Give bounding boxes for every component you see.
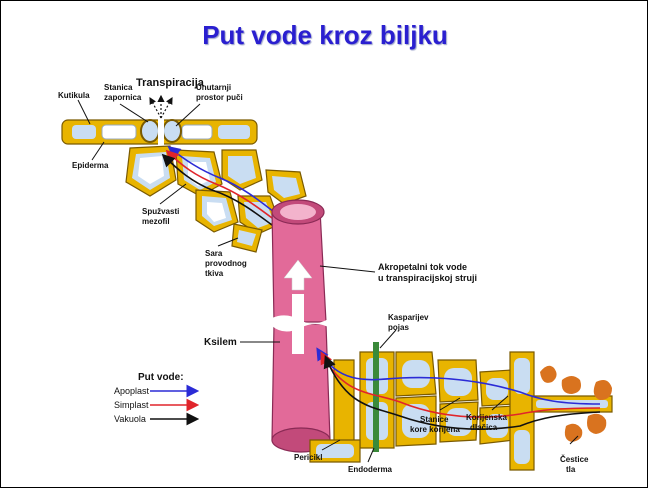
label-sara-2: provodnog xyxy=(205,259,247,268)
label-akropetalni-1: Akropetalni tok vode xyxy=(378,262,467,272)
label-unutarnji-2: prostor puči xyxy=(196,93,243,102)
label-kasparijev-1: Kasparijev xyxy=(388,313,429,322)
leaf-epidermis xyxy=(62,118,257,146)
label-spuzvasti-1: Spužvasti xyxy=(142,207,179,216)
legend: Put vode: Apoplast Simplast Vakuola xyxy=(114,372,196,424)
legend-heading: Put vode: xyxy=(138,372,184,383)
label-pericikl: Pericikl xyxy=(294,453,322,462)
label-kutikula: Kutikula xyxy=(58,91,90,100)
legend-label-simplast: Simplast xyxy=(114,400,149,410)
label-ksilem: Ksilem xyxy=(204,337,237,348)
label-sara-3: tkiva xyxy=(205,269,224,278)
label-epiderma: Epiderma xyxy=(72,161,109,170)
root-tissues xyxy=(310,342,612,470)
legend-label-apoplast: Apoplast xyxy=(114,386,150,396)
label-stanica-zapornica-2: zapornica xyxy=(104,93,142,102)
label-akropetalni-2: u transpiracijskoj struji xyxy=(378,273,477,283)
label-stanica-zapornica-1: Stanica xyxy=(104,83,133,92)
label-transpiracija: Transpiracija xyxy=(136,77,205,89)
label-spuzvasti-2: mezofil xyxy=(142,217,170,226)
label-kasparijev-2: pojas xyxy=(388,323,409,332)
label-korijenska-1: Korijenska xyxy=(466,413,507,422)
label-stanice-kore-2: kore korijena xyxy=(410,425,460,434)
label-cestice-1: Čestice xyxy=(560,455,589,464)
transpiration-arrows xyxy=(150,96,172,118)
label-endoderma: Endoderma xyxy=(348,465,393,474)
label-unutarnji-1: Unutarnji xyxy=(196,83,231,92)
label-sara-1: Sara xyxy=(205,249,223,258)
label-cestice-2: tla xyxy=(566,465,576,474)
label-korijenska-2: dlačica xyxy=(470,423,498,432)
xylem-vessel xyxy=(272,200,330,452)
legend-label-vakuola: Vakuola xyxy=(114,414,146,424)
label-stanice-kore-1: Stanice xyxy=(420,415,449,424)
